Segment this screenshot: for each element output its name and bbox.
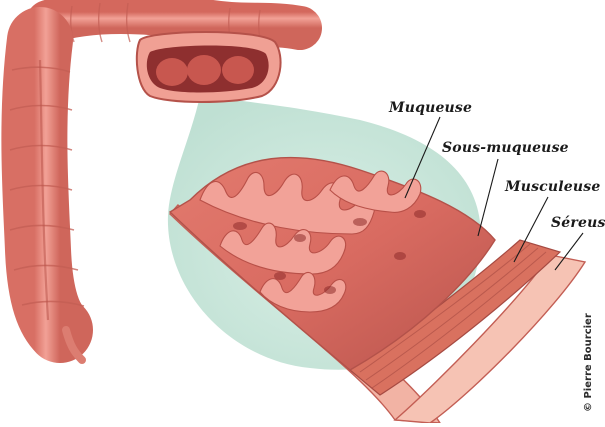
label-sereuse: Séreuse <box>551 215 605 231</box>
image-credit: © Pierre Bourcier <box>583 313 594 412</box>
label-musculeuse: Musculeuse <box>505 179 600 195</box>
label-muqueuse: Muqueuse <box>389 100 472 116</box>
label-sous-muqueuse: Sous-muqueuse <box>442 140 569 156</box>
